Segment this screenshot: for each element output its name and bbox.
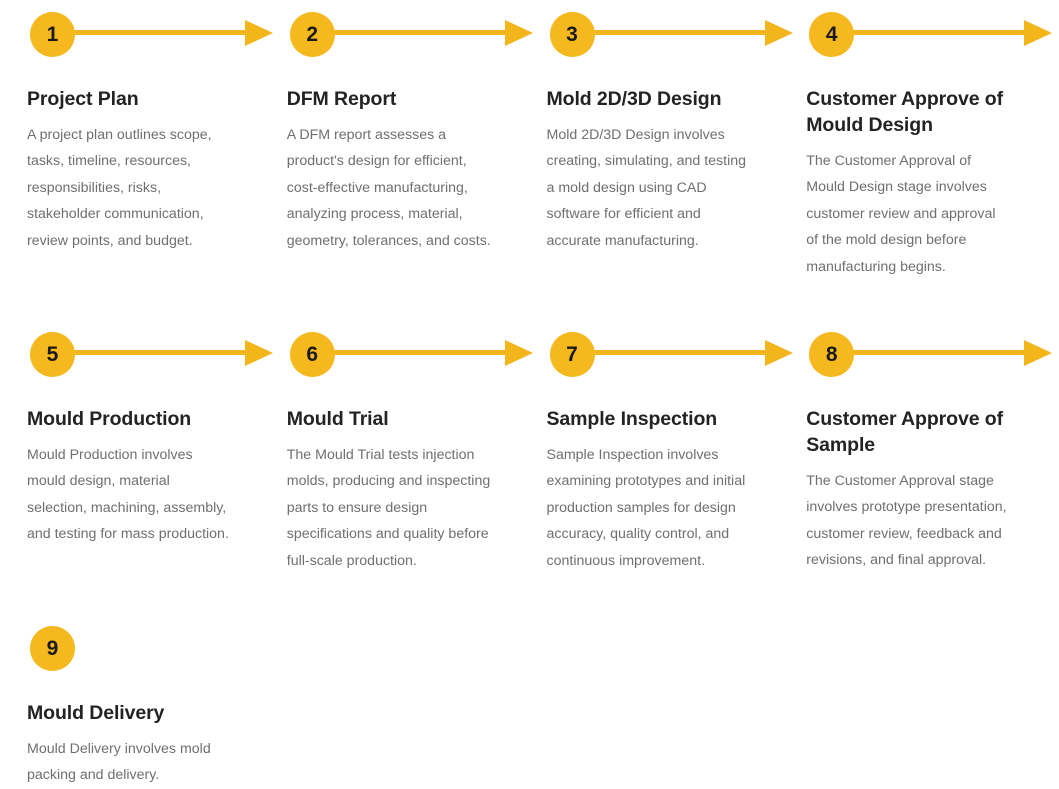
- arrow-head-icon: [504, 340, 533, 367]
- arrow-line-icon: [852, 30, 1029, 35]
- arrow-line-icon: [592, 30, 769, 35]
- arrow-head-icon: [245, 340, 273, 367]
- row-3-spacer-3: [779, 622, 1039, 789]
- row-3-spacer-1: [260, 622, 520, 789]
- step-description: The Mould Trial tests injection molds, p…: [286, 447, 491, 569]
- process-step-7: 7 Sample Inspection Sample Inspection in…: [520, 328, 793, 574]
- step-number-badge: 5: [30, 332, 75, 378]
- step-description: A DFM report assesses a product's design…: [286, 127, 491, 249]
- arrow-head-icon: [1024, 20, 1053, 46]
- step-number-badge: 6: [289, 332, 335, 378]
- arrow-head-icon: [764, 20, 793, 46]
- step-marker-4: 4: [806, 8, 1053, 66]
- arrow-line-icon: [73, 30, 249, 35]
- arrow-line-icon: [332, 30, 509, 35]
- step-marker-7: 7: [547, 328, 793, 386]
- step-description: The Customer Approval stage involves pro…: [806, 473, 1007, 569]
- arrow-head-icon: [764, 340, 793, 367]
- step-marker-5: 5: [27, 328, 273, 386]
- step-title: Mould Trial: [286, 408, 389, 431]
- step-description: Mould Production involves mould design, …: [27, 447, 229, 543]
- process-step-5: 5 Mould Production Mould Production invo…: [0, 328, 273, 574]
- process-row-3: 9 Mould Delivery Mould Delivery involves…: [0, 574, 1059, 789]
- step-title: Customer Approve of Mould Design: [806, 88, 1003, 136]
- arrow-head-icon: [1024, 340, 1053, 367]
- step-title: Mold 2D/3D Design: [546, 88, 722, 110]
- step-number-badge: 3: [549, 12, 595, 57]
- step-description: Mold 2D/3D Design involves creating, sim…: [546, 127, 747, 249]
- step-description: A project plan outlines scope, tasks, ti…: [27, 127, 212, 249]
- step-title: Mould Production: [27, 408, 192, 431]
- step-description: Mould Delivery involves mold packing and…: [27, 741, 211, 784]
- arrow-line-icon: [852, 350, 1029, 356]
- arrow-line-icon: [332, 350, 509, 356]
- process-step-2: 2 DFM Report A DFM report assesses a pro…: [260, 8, 533, 280]
- arrow-head-icon: [504, 20, 533, 46]
- step-marker-1: 1: [27, 8, 273, 66]
- process-row-1: 1 Project Plan A project plan outlines s…: [0, 0, 1059, 280]
- process-step-3: 3 Mold 2D/3D Design Mold 2D/3D Design in…: [520, 8, 793, 280]
- arrow-head-icon: [245, 20, 273, 46]
- step-number-badge: 2: [289, 12, 335, 57]
- process-step-9: 9 Mould Delivery Mould Delivery involves…: [0, 622, 260, 789]
- step-number-badge: 1: [30, 12, 75, 57]
- process-step-4: 4 Customer Approve of Mould Design The C…: [779, 8, 1053, 280]
- step-number-badge: 7: [549, 332, 595, 378]
- step-number-badge: 8: [809, 332, 855, 378]
- step-title: Sample Inspection: [546, 408, 718, 431]
- step-marker-3: 3: [547, 8, 793, 66]
- process-step-8: 8 Customer Approve of Sample The Custome…: [779, 328, 1053, 574]
- step-marker-8: 8: [806, 328, 1053, 386]
- arrow-line-icon: [592, 350, 769, 356]
- step-description: Sample Inspection involves examining pro…: [546, 447, 746, 569]
- step-number-badge: 4: [809, 12, 855, 57]
- step-title: Customer Approve of Sample: [806, 408, 1003, 457]
- step-title: DFM Report: [286, 88, 397, 110]
- row-3-spacer-2: [520, 622, 780, 789]
- step-marker-6: 6: [287, 328, 533, 386]
- process-step-6: 6 Mould Trial The Mould Trial tests inje…: [260, 328, 533, 574]
- step-marker-2: 2: [287, 8, 533, 66]
- arrow-line-icon: [73, 350, 249, 356]
- step-title: Project Plan: [27, 88, 139, 110]
- step-number-badge: 9: [30, 626, 75, 672]
- process-step-1: 1 Project Plan A project plan outlines s…: [0, 8, 273, 280]
- step-title: Mould Delivery: [27, 702, 165, 725]
- process-row-2: 5 Mould Production Mould Production invo…: [0, 280, 1059, 574]
- step-description: The Customer Approval of Mould Design st…: [806, 153, 996, 275]
- step-marker-9: 9: [27, 622, 232, 680]
